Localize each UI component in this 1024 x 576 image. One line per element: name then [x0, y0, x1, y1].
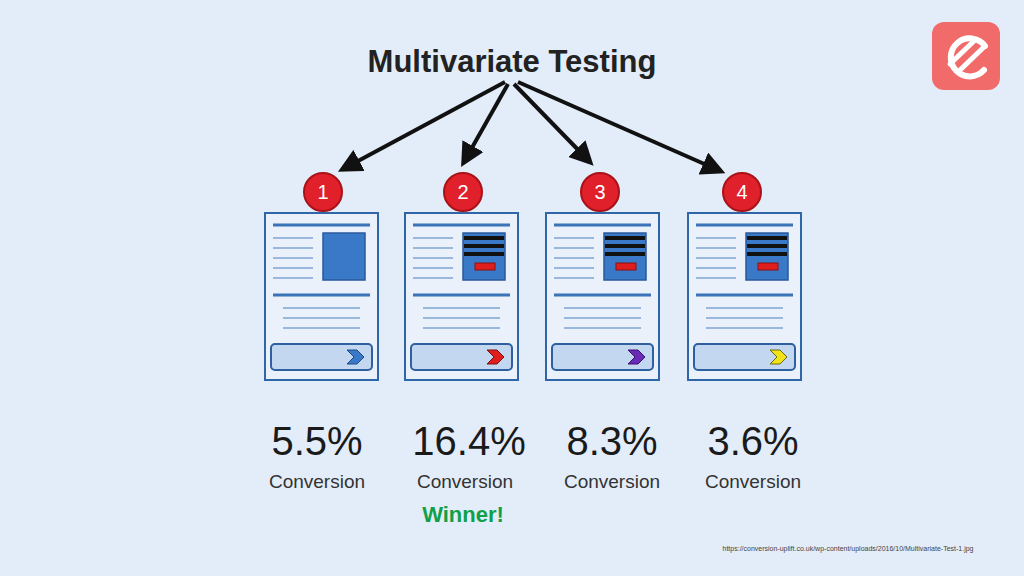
callout-number: 2: [457, 182, 468, 202]
page-mockup: [265, 213, 378, 380]
metric-label: Conversion: [564, 471, 660, 493]
conversion-rate: 16.4%: [412, 419, 525, 464]
page-mockup: [546, 213, 659, 380]
number-circle: 1: [303, 172, 343, 212]
number-circle: 4: [722, 172, 762, 212]
winner-label: Winner!: [422, 502, 504, 528]
source-url: https://conversion-uplift.co.uk/wp-conte…: [723, 545, 974, 552]
metric-label: Conversion: [417, 471, 513, 493]
conversion-rate: 3.6%: [707, 419, 798, 464]
callout-number: 4: [736, 182, 747, 202]
metric-label: Conversion: [269, 471, 365, 493]
number-circle: 3: [580, 172, 620, 212]
page-mockup: [405, 213, 518, 380]
number-circle: 2: [443, 172, 483, 212]
metric-label: Conversion: [705, 471, 801, 493]
logo: [932, 22, 1000, 90]
page-mockup: [688, 213, 801, 380]
conversion-rate: 8.3%: [566, 419, 657, 464]
arrow: [345, 82, 718, 170]
callout-number: 1: [317, 182, 328, 202]
diagram-title: Multivariate Testing: [368, 44, 657, 80]
callout-number: 3: [594, 182, 605, 202]
conversion-rate: 5.5%: [271, 419, 362, 464]
